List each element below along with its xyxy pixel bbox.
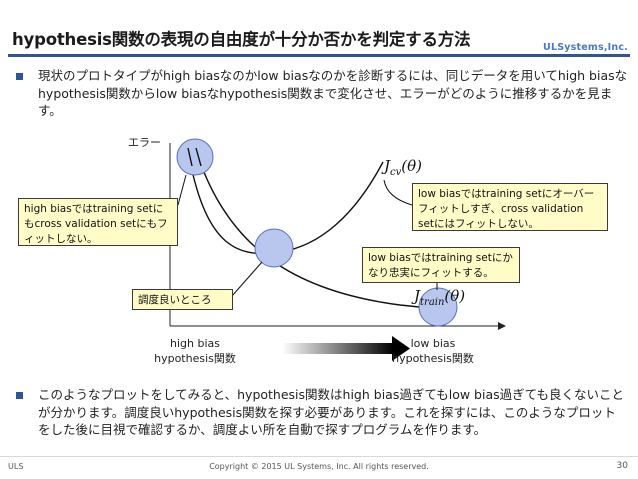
callout-high-bias: high biasではtraining setにもcross validatio… [18,198,178,246]
gradient-arrow-head-icon [392,336,410,361]
callout-pointer-sweet-spot [231,261,263,297]
cv-error-label: Jcv(θ) [384,157,423,178]
footer-company: ULS [8,462,24,471]
callout-pointer-cv [383,179,413,206]
train-error-label: Jtrain(θ) [414,287,466,308]
y-axis-label: エラー [128,136,161,149]
high-bias-marker [176,138,214,176]
bullet-square-icon [16,73,23,80]
bias-gradient-bar [282,343,394,354]
company-logo: ULSystems,Inc. [543,42,628,53]
callout-sweet-spot: 調度良いところ [132,289,233,310]
x-axis-left-label: high bias hypothesis関数 [154,337,236,365]
footer-divider [0,456,638,457]
page-title: hypothesis関数の表現の自由度が十分か否かを判定する方法 [12,30,471,49]
bullet-text-1: 現状のプロトタイプがhigh biasなのかlow biasなのかを診断するには… [38,68,628,118]
x-axis-right-label: low bias hypothesis関数 [392,337,474,365]
callout-low-bias-train: low biasではtraining setにかなり忠実にフィットする。 [362,247,520,283]
bullet-square-icon [16,392,23,399]
x-axis-arrow-icon [498,322,506,330]
page-number: 30 [616,461,628,471]
sweet-spot-marker [254,228,294,268]
footer-copyright: Copyright © 2015 UL Systems, Inc. All ri… [209,462,429,471]
low-bias-train-marker [418,287,458,327]
bullet-text-2: このようなプロットをしてみると、hypothesis関数はhigh bias過ぎ… [38,387,624,437]
callout-low-bias-cv: low biasではtraining setにオーバーフィットしすぎ、cross… [412,183,608,231]
callout-pointer-high-bias [177,174,187,206]
title-underline [8,54,630,57]
